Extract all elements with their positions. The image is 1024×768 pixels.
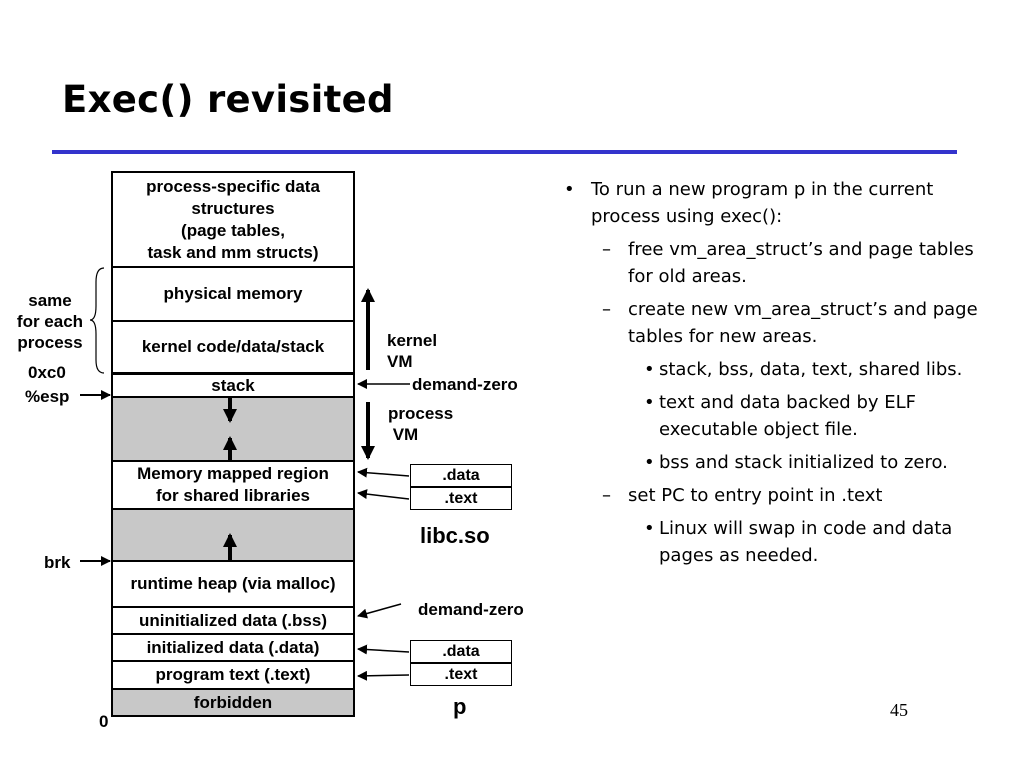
libc-text-box: .text bbox=[410, 487, 512, 510]
bullet-dot-icon: • bbox=[564, 179, 575, 200]
libc-text-label: .text bbox=[444, 489, 478, 507]
program-p-label: p bbox=[453, 694, 467, 719]
bullet-list: • To run a new program p in the current p… bbox=[562, 176, 982, 575]
esp-label: %esp bbox=[25, 387, 70, 406]
kernel-vm-label: kernel VM bbox=[387, 331, 438, 371]
bullet-dash-icon: – bbox=[602, 239, 611, 260]
demand-zero-bss-arrow bbox=[357, 603, 402, 619]
program-data-label: .data bbox=[442, 642, 480, 660]
program-text-arrow bbox=[357, 670, 410, 681]
bullet-dot-icon: • bbox=[644, 392, 655, 413]
bullet-text: To run a new program p in the current pr… bbox=[591, 179, 934, 227]
region-kernel-code: kernel code/data/stack bbox=[111, 320, 355, 374]
program-text-box: .text bbox=[410, 663, 512, 686]
region-process-specific-data: process-specific data structures (page t… bbox=[111, 171, 355, 268]
same-for-each-process-label: same for each process bbox=[16, 291, 84, 352]
bullet-text: Linux will swap in code and data pages a… bbox=[659, 518, 953, 566]
program-data-box: .data bbox=[410, 640, 512, 663]
bullet-item-level-3: •stack, bss, data, text, shared libs. bbox=[562, 356, 982, 383]
page-number: 45 bbox=[890, 700, 908, 720]
slide-title: Exec() revisited bbox=[62, 78, 394, 121]
demand-zero-stack-label: demand-zero bbox=[412, 375, 518, 394]
bullet-text: stack, bss, data, text, shared libs. bbox=[659, 359, 963, 380]
region-label: stack bbox=[211, 375, 255, 395]
region-heap: runtime heap (via malloc) bbox=[111, 560, 355, 608]
brk-label: brk bbox=[44, 553, 71, 572]
libc-data-box: .data bbox=[410, 464, 512, 487]
region-label: initialized data (.data) bbox=[146, 637, 320, 657]
region-label: runtime heap (via malloc) bbox=[130, 574, 336, 593]
program-text-label: .text bbox=[444, 665, 478, 683]
bullet-dash-icon: – bbox=[602, 485, 611, 506]
address-0xc0-label: 0xc0 bbox=[28, 363, 66, 382]
region-label: kernel code/data/stack bbox=[141, 337, 325, 356]
bullet-text: set PC to entry point in .text bbox=[628, 485, 883, 506]
region-label: process-specific data structures (page t… bbox=[146, 176, 320, 262]
bullet-item-level-3: •Linux will swap in code and data pages … bbox=[562, 515, 982, 569]
title-rule bbox=[52, 150, 957, 154]
bullet-text: free vm_area_struct’s and page tables fo… bbox=[628, 239, 974, 287]
region-stack: stack bbox=[111, 373, 355, 398]
region-label: program text (.text) bbox=[155, 665, 311, 684]
region-label: forbidden bbox=[193, 692, 273, 712]
bullet-item-level-2: –create new vm_area_struct’s and page ta… bbox=[562, 296, 982, 350]
brace-shape bbox=[89, 267, 105, 374]
bullet-item-level-3: •text and data backed by ELF executable … bbox=[562, 389, 982, 443]
address-zero-label: 0 bbox=[99, 712, 109, 731]
bullet-dot-icon: • bbox=[644, 452, 655, 473]
process-vm-label: process VM bbox=[388, 404, 454, 444]
libc-so-label: libc.so bbox=[420, 523, 490, 548]
bullet-item-level-2: –set PC to entry point in .text bbox=[562, 482, 982, 509]
bullet-text: text and data backed by ELF executable o… bbox=[659, 392, 917, 440]
bullet-dot-icon: • bbox=[644, 518, 655, 539]
bullet-text: bss and stack initialized to zero. bbox=[659, 452, 948, 473]
demand-zero-bss-label: demand-zero bbox=[418, 600, 524, 619]
bullet-item-level-3: •bss and stack initialized to zero. bbox=[562, 449, 982, 476]
bullet-item-level-2: –free vm_area_struct’s and page tables f… bbox=[562, 236, 982, 290]
region-label: uninitialized data (.bss) bbox=[139, 610, 327, 630]
libc-data-arrow bbox=[357, 467, 410, 478]
region-label: Memory mapped region for shared librarie… bbox=[137, 464, 329, 505]
region-data: initialized data (.data) bbox=[111, 633, 355, 662]
bullet-text: create new vm_area_struct’s and page tab… bbox=[628, 299, 978, 347]
bullet-item-level-1: • To run a new program p in the current p… bbox=[562, 176, 982, 230]
libc-text-arrow bbox=[357, 489, 410, 500]
libc-data-label: .data bbox=[442, 466, 480, 484]
bullet-dot-icon: • bbox=[644, 359, 655, 380]
program-data-arrow bbox=[357, 644, 410, 655]
region-physical-memory: physical memory bbox=[111, 266, 355, 322]
bullet-dash-icon: – bbox=[602, 299, 611, 320]
region-label: physical memory bbox=[163, 284, 303, 303]
region-forbidden: forbidden bbox=[111, 688, 355, 717]
